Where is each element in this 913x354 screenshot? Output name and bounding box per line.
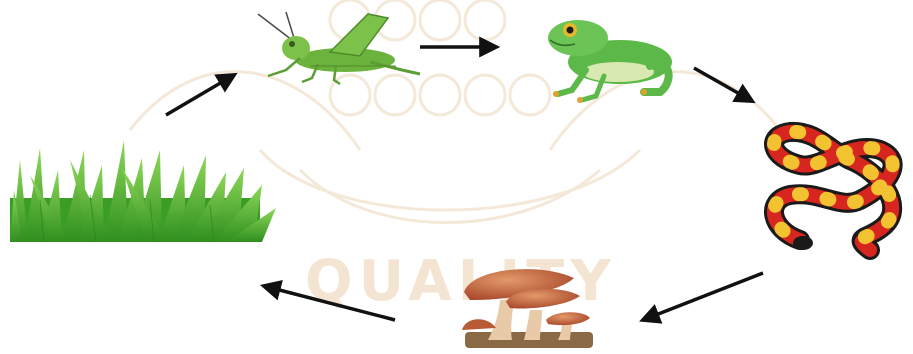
grass-icon (10, 140, 276, 242)
snake-icon (774, 132, 893, 250)
arrow-grass-to-grasshopper (166, 75, 234, 115)
arrow-frog-to-snake (694, 68, 752, 101)
arrow-snake-to-mushroom (643, 273, 763, 320)
grasshopper-icon (258, 12, 420, 84)
watermark-text: QUALITY (305, 249, 617, 314)
